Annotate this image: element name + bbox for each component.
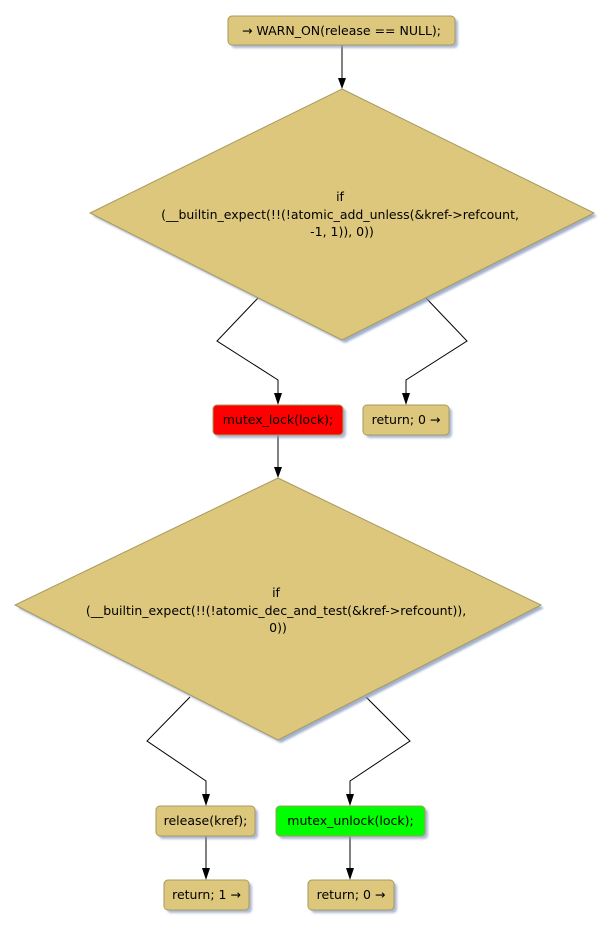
condition-line: -1, 1)), 0))	[310, 224, 374, 239]
arrowhead	[274, 467, 282, 478]
node-condition-add-unless[interactable]: if (__builtin_expect(!!(!atomic_add_unle…	[88, 88, 597, 343]
condition-line: 0))	[269, 620, 287, 635]
node-label: return; 0 →	[317, 887, 386, 902]
arrowhead	[346, 794, 354, 806]
node-mutex-lock[interactable]: mutex_lock(lock);	[212, 404, 346, 438]
diamond	[13, 477, 543, 741]
edge-cond1-to-return0	[405, 297, 468, 396]
arrowhead	[202, 794, 210, 806]
node-release[interactable]: release(kref);	[155, 805, 258, 839]
condition-line: (__builtin_expect(!!(!atomic_add_unless(…	[161, 207, 519, 222]
box	[275, 805, 426, 837]
node-label: → WARN_ON(release == NULL);	[242, 23, 441, 38]
node-mutex-unlock[interactable]: mutex_unlock(lock);	[275, 805, 428, 839]
box	[163, 879, 250, 911]
arrowhead	[202, 868, 210, 880]
condition-text: if (__builtin_expect(!!(!atomic_dec_and_…	[86, 585, 470, 635]
diamond	[88, 88, 596, 341]
edge-cond1-to-mutex-lock	[216, 297, 279, 396]
node-return-0-bottom[interactable]: return; 0 →	[307, 879, 397, 913]
box	[155, 805, 256, 837]
node-label: return; 0 →	[372, 412, 441, 427]
node-return-0-top[interactable]: return; 0 →	[362, 404, 452, 438]
edge-cond2-to-release	[146, 696, 207, 797]
node-condition-dec-and-test[interactable]: if (__builtin_expect(!!(!atomic_dec_and_…	[13, 477, 544, 743]
condition-line: if	[336, 189, 344, 204]
arrowhead	[274, 393, 282, 405]
arrowhead	[346, 868, 354, 880]
condition-line: (__builtin_expect(!!(!atomic_dec_and_tes…	[86, 603, 466, 618]
edge-cond2-to-mutex-unlock	[349, 696, 411, 797]
box	[362, 404, 450, 436]
condition-line: if	[272, 585, 280, 600]
box	[307, 879, 395, 911]
box	[212, 404, 344, 436]
edges	[146, 45, 468, 880]
node-label: release(kref);	[164, 813, 248, 828]
node-return-1[interactable]: return; 1 →	[163, 879, 252, 913]
condition-text: if (__builtin_expect(!!(!atomic_add_unle…	[161, 189, 523, 239]
node-warn-on[interactable]: → WARN_ON(release == NULL);	[227, 15, 458, 48]
node-label: mutex_unlock(lock);	[287, 813, 413, 828]
arrowhead	[338, 78, 346, 89]
node-label: return; 1 →	[172, 887, 241, 902]
node-label: mutex_lock(lock);	[223, 412, 334, 427]
arrowhead	[402, 393, 410, 405]
box	[227, 15, 456, 46]
